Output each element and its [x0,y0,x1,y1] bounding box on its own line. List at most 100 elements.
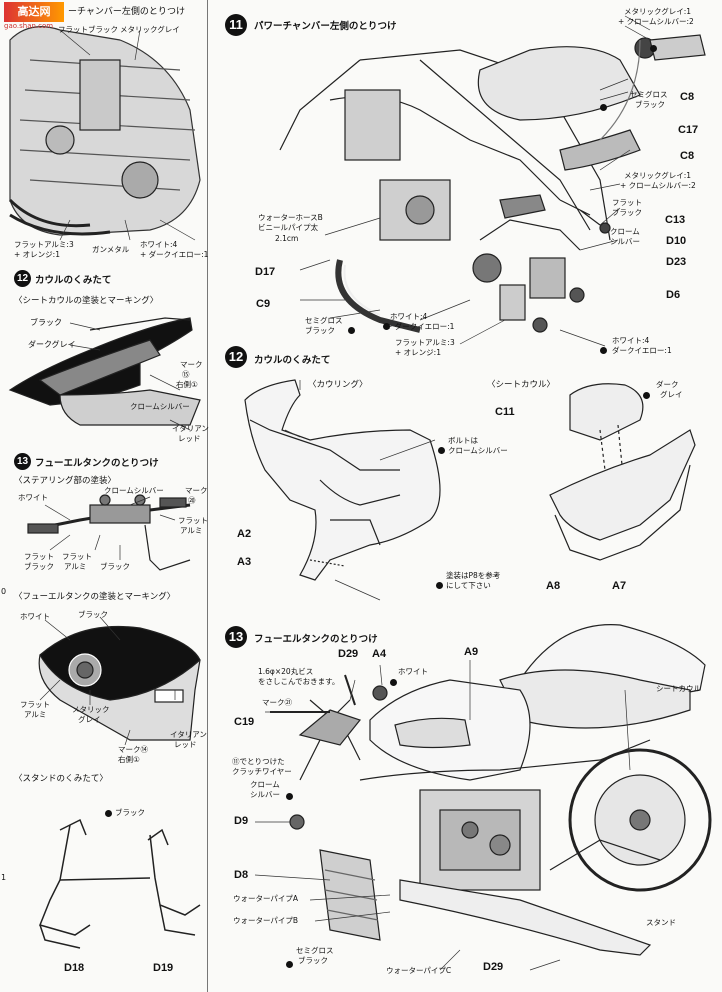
section-subtitle: 〈シートカウル〉 [487,380,556,390]
part-ref: D6 [666,289,681,301]
callout: ビニールパイプ太 [258,223,318,232]
paint-label: レッド [178,434,201,443]
part-ref: C19 [234,716,255,728]
paint-dot [438,440,448,459]
part-ref: C8 [680,150,695,162]
part-ref: D29 [483,961,504,973]
note: にして下さい [446,581,491,590]
part-ref: D8 [234,869,249,881]
paint-label: フラット [178,516,208,525]
part-ref: C9 [256,298,271,310]
marking-label: ⑳ [188,496,196,505]
frame-chamber-sketch [279,34,706,333]
site-logo: 高达网 gao.shan.com [4,2,64,32]
paint-label: アルミ [64,562,87,571]
section-subtitle: 〈シートカウルの塗装とマーキング〉 [14,296,159,306]
part-ref: C8 [680,91,695,103]
step-title: フューエルタンクのとりつけ [35,458,159,469]
note: 塗装はP8を参考 [446,571,501,580]
paint-label: レッド [174,740,197,749]
fuel-tank-sketch [38,625,201,741]
part-ref: C13 [665,214,686,226]
paint-label: ブラック [100,562,130,571]
bike-sketch [270,624,712,956]
note: ボルトは [448,436,478,445]
paint-label: メタリック [72,705,110,714]
paint-label: ブラック [24,562,54,571]
note: クラッチワイヤー [232,767,292,776]
callout: + オレンジ:1 [14,250,60,259]
paint-label: ダークグレイ [28,340,76,349]
paint-label: ホワイト [20,612,50,621]
paint-dot [643,385,653,404]
stand-sketch [38,818,201,949]
part-ref: D19 [153,962,174,974]
paint-label: フラット [24,552,54,561]
callout: ホワイト:4 [612,336,650,345]
paint-dot [286,954,296,973]
note: ⑪でとりつけた [232,757,285,766]
callout: ガンメタル [92,245,130,254]
paint-dot [105,809,112,817]
callout: シルバー [610,237,640,246]
step-number-11: 11 [225,14,247,36]
paint-label: アルミ [180,526,203,535]
callout: ブラック [612,208,642,217]
column-divider [207,0,208,992]
step-number-13: 13 [14,453,31,470]
part-label: シートカウル [656,684,701,693]
step-number-12: 12 [14,270,31,287]
part-ref: C11 [495,406,515,418]
paint-label: イタリアン [172,424,209,433]
callout: フラットアルミ:3 [14,240,74,249]
paint-label: クロームシルバー [130,402,190,411]
part-label: ウォーターパイプB [233,916,299,925]
step-title: カウルのくみたて [254,355,331,366]
paint-dot [600,340,610,359]
paint-label: フラット [20,700,50,709]
part-label: ウォーターパイプC [386,966,452,975]
callout: ホワイト:4 [390,312,428,321]
steering-sketch [27,494,191,571]
section-subtitle: 〈スタンドのくみたて〉 [14,774,108,784]
callout: ダークイエロー:1 [612,346,672,355]
step-title: パワーチャンバー左側のとりつけ [254,21,397,32]
callout: フラットブラック [58,25,118,34]
part-ref: C17 [678,124,699,136]
note: クロームシルバー [448,446,508,455]
paint-label: グレイ [78,715,101,724]
callout: セミグロス [630,90,668,99]
paint-label: クローム [250,780,280,789]
engine-sketch [8,26,201,236]
paint-dot [436,575,446,594]
marking-label: マーク [180,360,203,369]
step-title: カウルのくみたて [35,275,112,286]
paint-label: ブラック [105,808,145,818]
paint-label: グレイ [660,390,683,399]
part-ref: A7 [612,580,627,592]
callout: メタリックグレイ:1 [624,171,691,180]
paint-label-text: ブラック [115,808,145,817]
callout: ホワイト:4 [140,240,178,249]
part-ref: D17 [255,266,276,278]
step-number-13: 13 [225,626,247,648]
paint-label: ブラック [30,318,62,327]
marking-label: マーク⑭ [118,745,148,754]
marking-label: マーク㉑ [262,698,292,707]
part-ref: D18 [64,962,85,974]
note: 1.6φ×20丸ビス [258,667,314,676]
paint-label: ホワイト [398,667,428,676]
paint-label: セミグロス [296,946,334,955]
callout: + クロームシルバー:2 [618,17,694,26]
marking-label: ⑮ [182,370,190,379]
part-ref: D23 [666,256,687,268]
left-top-label: ーチャンバー左側のとりつけ [68,7,186,17]
part-ref: A2 [237,528,252,540]
part-ref: D9 [234,815,249,827]
marking-label: マーク [185,486,208,495]
callout: メタリックグレイ [120,25,180,34]
paint-label: フラット [62,552,92,561]
paint-label: クロームシルバー [104,486,164,495]
paint-dot [390,672,400,691]
